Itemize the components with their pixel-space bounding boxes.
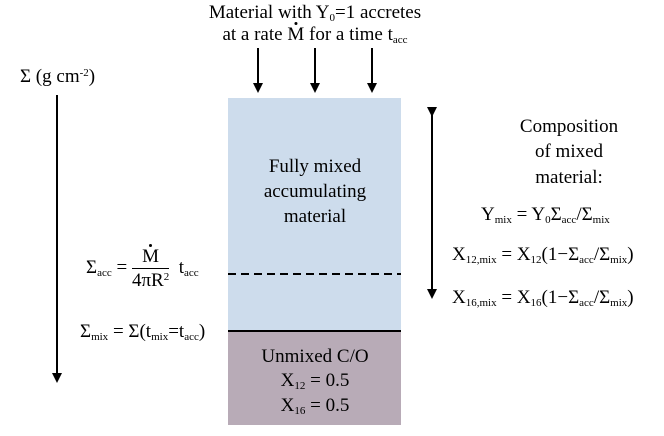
composition-title-3: material: [535, 167, 603, 188]
header-line-2: at a rate M for a time tacc [222, 22, 408, 46]
mixed-region-line-1: Fully mixed [268, 156, 362, 177]
x16-mix-equation: X16,mix = X16(1−Σacc/Σmix) [452, 287, 634, 309]
mixed-region-line-2: accumulating [263, 181, 367, 202]
composition-title-1: Composition [519, 116, 619, 137]
mixed-region [228, 98, 401, 331]
x12-mix-equation: X12,mix = X12(1−Σacc/Σmix) [452, 244, 634, 266]
sigma-acc-fraction: M 4πR2 [131, 244, 170, 291]
sigma-acc-formula: Σacc = M 4πR2 tacc [86, 244, 199, 291]
y-mix-equation: Ymix = Y0Σacc/Σmix [481, 204, 610, 226]
unmixed-x16: X16 = 0.5 [280, 395, 350, 417]
sigma-mix-formula: Σmix = Σ(tmix=tacc) [80, 321, 206, 343]
sigma-axis-label: Σ (g cm-2) [20, 66, 96, 87]
unmixed-x12: X12 = 0.5 [280, 370, 350, 392]
unmixed-region [228, 331, 401, 425]
unmixed-region-title: Unmixed C/O [261, 346, 369, 367]
header-line-1: Material with Y0=1 accretes [208, 2, 422, 24]
mixed-region-line-3: material [283, 206, 347, 227]
composition-title-2: of mixed [534, 141, 604, 162]
